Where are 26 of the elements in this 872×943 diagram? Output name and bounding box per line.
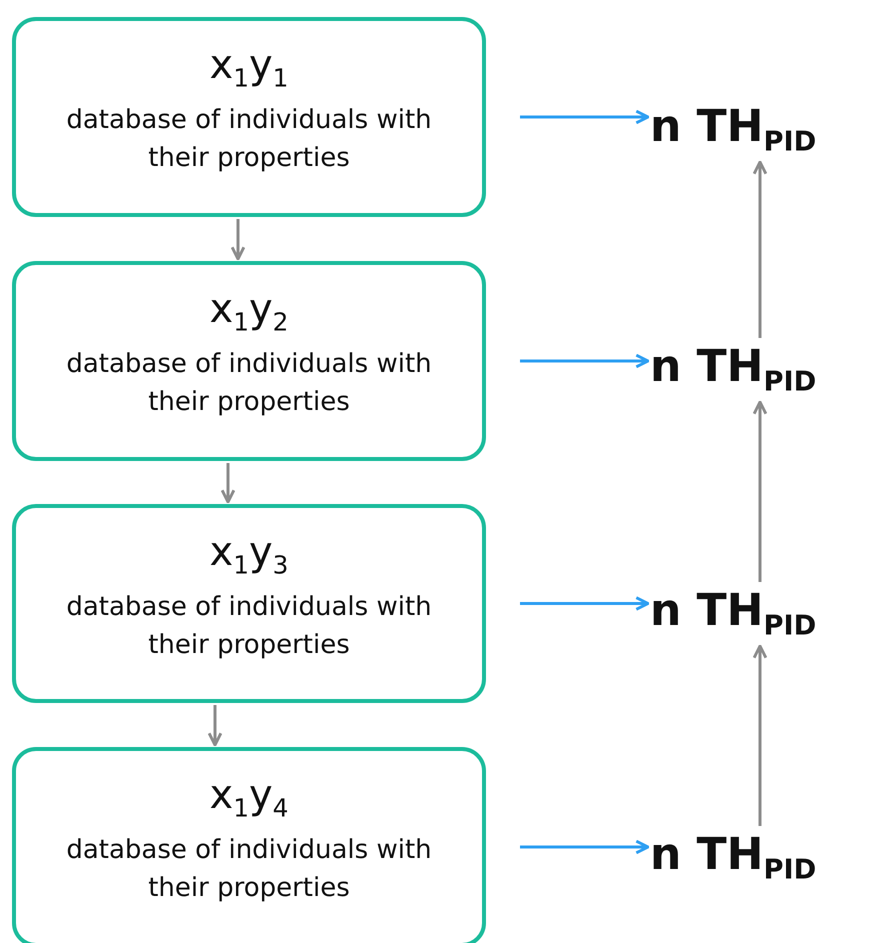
database-box — [12, 504, 486, 703]
database-box — [12, 17, 486, 217]
node-title: x$_{1}$y$_{4}$ — [210, 771, 288, 824]
node-title: n TH$_{PID}$ — [650, 588, 816, 640]
arrow — [752, 400, 768, 582]
arrow — [520, 840, 650, 854]
arrow — [520, 110, 650, 124]
node-title: x$_{1}$y$_{1}$ — [210, 41, 288, 94]
arrow — [208, 705, 222, 746]
arrow — [520, 596, 650, 611]
node-title: x$_{1}$y$_{3}$ — [210, 528, 288, 580]
arrow — [220, 463, 236, 504]
node-description: database of individuals with their properties — [65, 104, 433, 176]
arrow — [752, 644, 768, 826]
arrow — [752, 160, 768, 338]
node-description: database of individuals with their properties — [65, 348, 433, 420]
node-title: n TH$_{PID}$ — [650, 832, 816, 884]
database-box — [12, 747, 486, 943]
arrow — [520, 354, 650, 368]
node-title: n TH$_{PID}$ — [650, 344, 816, 396]
node-description: database of individuals with their properties — [65, 834, 433, 906]
arrow — [230, 219, 246, 260]
node-title: n TH$_{PID}$ — [650, 104, 816, 156]
database-box — [12, 261, 486, 461]
node-title: x$_{1}$y$_{2}$ — [210, 285, 288, 338]
node-description: database of individuals with their properties — [65, 591, 433, 662]
